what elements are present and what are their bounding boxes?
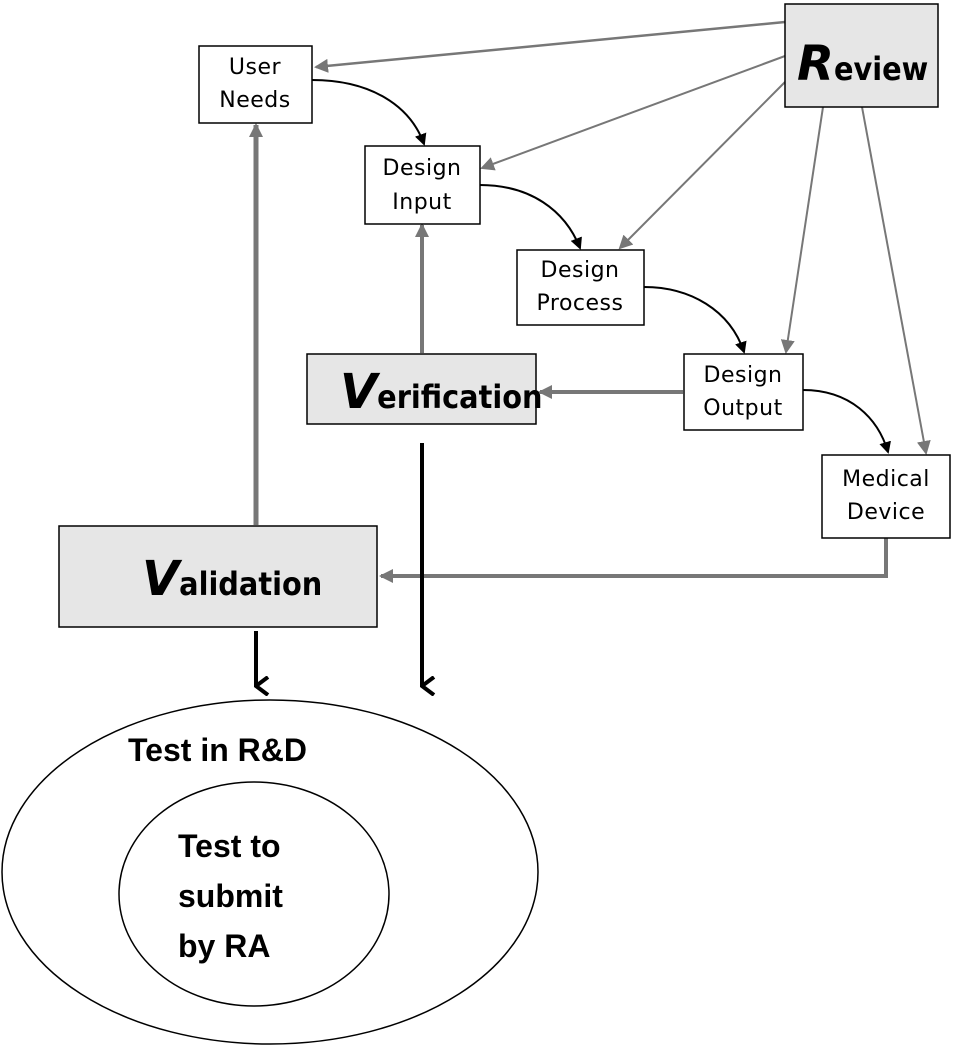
review-edges [314,20,931,455]
design-output-line-1: Design [704,363,783,388]
design-input-line-1: Design [383,156,462,181]
edge-review-to-medical-device [861,106,931,455]
edge-review-to-design-process [618,81,786,250]
design-process-line-1: Design [541,258,620,283]
edge-review-to-user-needs [314,20,786,73]
node-review: Review [784,3,939,108]
edge-review-to-design-output [780,106,824,354]
user-needs-line-1: User [229,55,282,80]
test-to-submit-line-3: by RA [178,928,270,964]
test-to-submit-line-2: submit [178,878,283,914]
node-user-needs: User Needs [198,45,313,124]
ellipse-test-to-submit: Test to submit by RA [118,781,390,1007]
node-design-process: Design Process [516,249,645,326]
edge-review-to-design-input [480,55,786,171]
design-process-line-2: Process [537,291,624,316]
node-medical-device: Medical Device [821,454,951,539]
test-in-rd-label: Test in R&D [128,732,307,768]
edge-design-output-to-medical-device [802,389,891,454]
validation-label: Validation [142,551,322,607]
edge-medical-device-to-validation [379,538,888,583]
vv-edges [249,123,888,583]
user-needs-line-2: Needs [219,88,290,113]
review-label: Review [797,36,928,92]
node-design-output: Design Output [683,353,804,431]
node-validation: Validation [58,525,378,628]
medical-device-line-2: Device [847,500,925,525]
test-to-submit-line-1: Test to [178,828,281,864]
node-verification: Verification [306,353,542,425]
edge-user-needs-to-design-input [311,79,427,146]
node-design-input: Design Input [364,145,481,225]
verification-label: Verification [340,364,542,420]
medical-device-line-1: Medical [842,467,930,492]
design-output-line-2: Output [703,396,782,421]
flow-edges [311,79,891,454]
edge-design-process-to-design-output [643,286,747,354]
design-input-line-2: Input [392,190,451,215]
test-edges [254,443,422,686]
edge-design-input-to-design-process [479,184,582,250]
